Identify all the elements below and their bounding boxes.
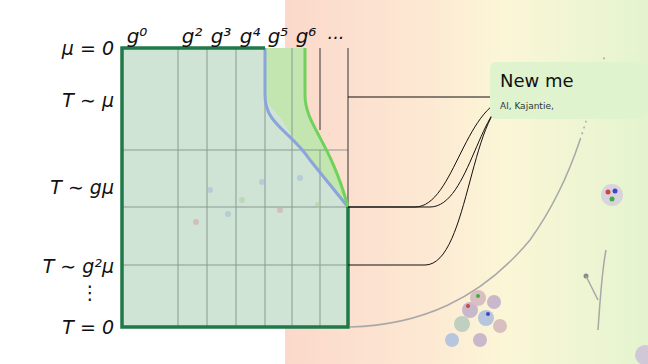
column-label: ··· xyxy=(326,29,343,47)
faint-particles xyxy=(193,175,321,225)
dark-green-boundary xyxy=(122,48,348,327)
nucleon-cluster xyxy=(445,290,507,347)
nucleon xyxy=(635,345,648,364)
phase-line xyxy=(598,250,606,330)
row-label: T ∼ g²μ xyxy=(43,257,114,276)
red-zone-lines xyxy=(320,48,348,207)
light-green-boundary xyxy=(305,48,348,207)
column-label: g⁰ xyxy=(127,26,148,46)
callout-heading: New me xyxy=(500,70,638,91)
row-label: T ∼ gμ xyxy=(50,178,114,197)
row-label: μ = 0 xyxy=(62,39,114,58)
row-label: T = 0 xyxy=(62,318,114,337)
callout-authors: Al, Kajantie, xyxy=(500,101,638,111)
row-label: T ∼ μ xyxy=(62,91,114,110)
callout-box: New me Al, Kajantie, xyxy=(490,62,648,119)
region-band xyxy=(265,48,348,207)
column-label: g² xyxy=(182,26,203,46)
region-fill xyxy=(122,48,348,327)
nucleon xyxy=(601,184,623,206)
phase-line xyxy=(350,140,580,327)
grid-lines xyxy=(122,48,348,327)
blue-boundary xyxy=(265,48,348,207)
column-label: g⁶ xyxy=(296,26,317,46)
flow-curves xyxy=(348,97,515,265)
phase-line xyxy=(586,276,598,300)
column-label: g⁵ xyxy=(268,26,289,46)
column-label: g³ xyxy=(211,26,232,46)
row-label: ⋮ xyxy=(81,283,100,302)
column-label: g⁴ xyxy=(240,26,261,46)
